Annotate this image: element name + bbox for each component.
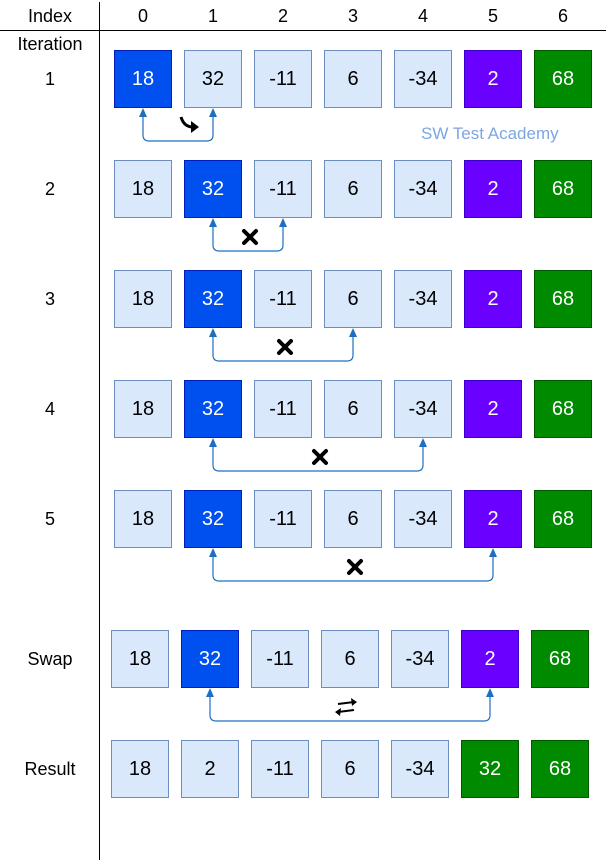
array-cell: -34 bbox=[394, 490, 452, 548]
connector-line bbox=[212, 226, 284, 252]
array-cell: 68 bbox=[534, 160, 592, 218]
cross-icon bbox=[242, 229, 258, 245]
array-cell: -11 bbox=[254, 270, 312, 328]
swap-icon bbox=[335, 698, 357, 716]
watermark: SW Test Academy bbox=[421, 124, 559, 143]
array-cell: 6 bbox=[324, 160, 382, 218]
index-label-5: 5 bbox=[487, 6, 498, 26]
array-cell: 32 bbox=[184, 270, 242, 328]
index-label-0: 0 bbox=[137, 6, 148, 26]
iteration-label: 3 bbox=[44, 289, 55, 309]
array-cell: -34 bbox=[394, 270, 452, 328]
array-cell: -34 bbox=[394, 160, 452, 218]
array-cell: 18 bbox=[114, 380, 172, 438]
connector-arrowhead bbox=[349, 328, 357, 337]
array-cell: 2 bbox=[464, 380, 522, 438]
array-cell: 6 bbox=[324, 380, 382, 438]
array-cell: -11 bbox=[254, 490, 312, 548]
index-label-3: 3 bbox=[347, 6, 358, 26]
connector-line bbox=[212, 336, 354, 362]
array-cell: -11 bbox=[251, 630, 309, 688]
array-cell: 18 bbox=[111, 630, 169, 688]
connector-line bbox=[212, 446, 424, 472]
array-cell: 6 bbox=[324, 270, 382, 328]
iteration-label: 2 bbox=[44, 179, 55, 199]
array-cell: 32 bbox=[461, 740, 519, 798]
iteration-label: 5 bbox=[44, 509, 55, 529]
array-cell: 6 bbox=[324, 490, 382, 548]
index-header: Index bbox=[27, 6, 73, 26]
array-cell: 2 bbox=[464, 50, 522, 108]
iteration-label: Swap bbox=[27, 649, 73, 669]
iteration-label: 4 bbox=[44, 399, 55, 419]
array-cell: 32 bbox=[184, 160, 242, 218]
array-cell: 2 bbox=[464, 490, 522, 548]
array-cell: 6 bbox=[321, 740, 379, 798]
connector-arrowhead bbox=[209, 438, 217, 447]
array-cell: 68 bbox=[531, 630, 589, 688]
cross-icon bbox=[312, 449, 328, 465]
connector-arrowhead bbox=[486, 688, 494, 697]
array-cell: 18 bbox=[114, 50, 172, 108]
connector-arrowhead bbox=[209, 218, 217, 227]
array-cell: 18 bbox=[114, 490, 172, 548]
array-cell: 32 bbox=[181, 630, 239, 688]
connector-line bbox=[212, 556, 494, 582]
index-label-2: 2 bbox=[277, 6, 288, 26]
array-cell: 18 bbox=[111, 740, 169, 798]
iteration-label: Result bbox=[24, 759, 76, 779]
iteration-label: 1 bbox=[44, 69, 55, 89]
arrow-turn-icon bbox=[179, 116, 199, 133]
index-label-6: 6 bbox=[557, 6, 568, 26]
array-cell: 18 bbox=[114, 160, 172, 218]
array-cell: -34 bbox=[391, 630, 449, 688]
connector-arrowhead bbox=[279, 218, 287, 227]
connector-arrowhead bbox=[209, 108, 217, 117]
index-label-4: 4 bbox=[417, 6, 428, 26]
connector-arrowhead bbox=[139, 108, 147, 117]
array-cell: 2 bbox=[464, 160, 522, 218]
column-divider bbox=[99, 2, 100, 860]
connector-arrowhead bbox=[489, 548, 497, 557]
array-cell: -34 bbox=[394, 380, 452, 438]
array-cell: -11 bbox=[251, 740, 309, 798]
array-cell: 32 bbox=[184, 490, 242, 548]
array-cell: -11 bbox=[254, 160, 312, 218]
array-cell: -34 bbox=[394, 50, 452, 108]
connector-line bbox=[209, 696, 491, 722]
connector-arrowhead bbox=[209, 548, 217, 557]
array-cell: 18 bbox=[114, 270, 172, 328]
array-cell: 32 bbox=[184, 380, 242, 438]
array-cell: 68 bbox=[534, 490, 592, 548]
array-cell: 68 bbox=[534, 380, 592, 438]
array-cell: 6 bbox=[324, 50, 382, 108]
array-cell: 68 bbox=[531, 740, 589, 798]
array-cell: 2 bbox=[181, 740, 239, 798]
array-cell: -11 bbox=[254, 380, 312, 438]
array-cell: 2 bbox=[461, 630, 519, 688]
index-label-1: 1 bbox=[207, 6, 218, 26]
array-cell: 2 bbox=[464, 270, 522, 328]
iteration-header: Iteration bbox=[17, 34, 83, 54]
array-cell: 68 bbox=[534, 270, 592, 328]
connector-arrowhead bbox=[209, 328, 217, 337]
array-cell: 32 bbox=[184, 50, 242, 108]
array-cell: -34 bbox=[391, 740, 449, 798]
header-divider bbox=[0, 30, 606, 31]
cross-icon bbox=[277, 339, 293, 355]
array-cell: 6 bbox=[321, 630, 379, 688]
connector-arrowhead bbox=[419, 438, 427, 447]
cross-icon bbox=[347, 559, 363, 575]
array-cell: -11 bbox=[254, 50, 312, 108]
connector-line bbox=[142, 116, 214, 142]
array-cell: 68 bbox=[534, 50, 592, 108]
connector-arrowhead bbox=[206, 688, 214, 697]
